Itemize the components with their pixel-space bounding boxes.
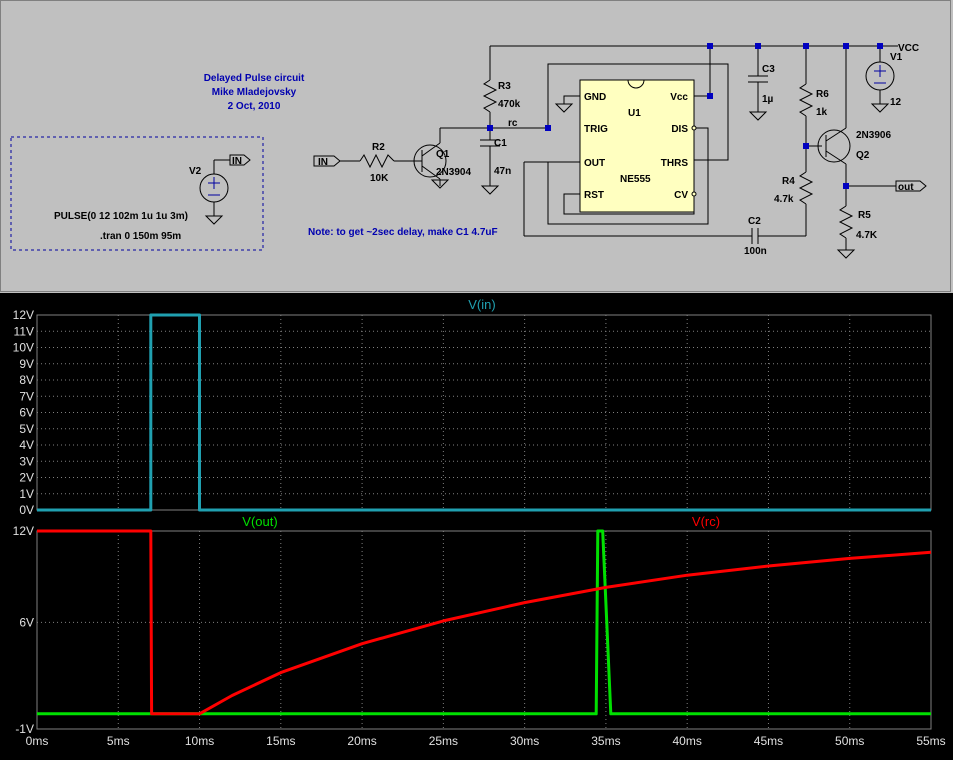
schematic-editor[interactable]: Delayed Pulse circuit Mike Mladejovsky 2… [0,0,953,293]
q2-label: Q2 [856,150,870,161]
r2-label: R2 [372,142,385,153]
vcc-label: VCC [898,43,919,54]
pin-rst: RST [584,190,604,201]
q1-model: 2N3904 [436,167,471,178]
pin-thrs: THRS [661,158,689,169]
y-tick-label: 4V [19,438,34,452]
y-tick-label: 0V [19,503,34,517]
y-tick-label: 12V [13,308,34,322]
r4-value: 4.7k [774,194,794,205]
r3-value: 470k [498,99,521,110]
svg-text:out: out [898,182,914,193]
legend-label: V(rc) [692,514,720,529]
x-tick-label: 35ms [591,734,620,748]
x-tick-label: 10ms [185,734,214,748]
pin-trig: TRIG [584,124,608,135]
waveform-viewer[interactable]: 0V 1V 2V 3V 4V 5V 6V 7V 8V 9V 10V 11V 12V V(in) 0ms 5ms… [0,293,953,760]
title-line-2: Mike Mladejovsky [212,87,297,98]
pulse-directive[interactable]: PULSE(0 12 102m 1u 1u 3m) [54,211,188,222]
y-tick-label: 10V [13,341,34,355]
trace-vrc [37,529,932,716]
y-tick-label: 12V [13,524,34,538]
v1-value: 12 [890,97,902,108]
u1-model: NE555 [620,174,651,185]
x-tick-label: 15ms [266,734,295,748]
c3-value: 1µ [762,94,774,105]
x-tick-label: 0ms [26,734,49,748]
tran-directive[interactable]: .tran 0 150m 95m [100,231,181,242]
q1-label: Q1 [436,149,450,160]
c1-value: 47n [494,166,511,177]
in-net-flag: IN [313,155,341,168]
wires [340,45,898,259]
v2-net-flag: IN [229,154,251,167]
x-tick-label: 45ms [754,734,783,748]
x-tick-label: 5ms [107,734,130,748]
pin-out: OUT [584,158,605,169]
schematic-canvas[interactable]: Delayed Pulse circuit Mike Mladejovsky 2… [0,0,953,293]
title-line-3: 2 Oct, 2010 [228,101,281,112]
y-tick-label: 9V [19,357,34,371]
svg-text:IN: IN [318,157,328,168]
v2-label: V2 [189,166,202,177]
pane-0-frame [36,314,932,511]
v2-source[interactable] [199,159,230,225]
r4-label: R4 [782,176,795,187]
pin-cv: CV [674,190,688,201]
y-tick-label: 6V [19,615,34,629]
rc-net-label: rc [508,118,518,129]
c1-label: C1 [494,138,507,149]
trace-vout [37,529,931,716]
x-tick-label: 25ms [429,734,458,748]
legend-label: V(out) [242,514,277,529]
pin-vcc: Vcc [670,92,688,103]
r6-label: R6 [816,89,829,100]
pin-gnd: GND [584,92,606,103]
pane-1-frame [36,530,932,730]
y-tick-label: 8V [19,373,34,387]
svg-text:IN: IN [232,156,242,167]
y-tick-label: 6V [19,406,34,420]
x-tick-label: 50ms [835,734,864,748]
u1-label: U1 [628,108,641,119]
r2-value: 10K [370,173,389,184]
pin-dis: DIS [671,124,688,135]
c2-value: 100n [744,246,767,257]
x-tick-label: 30ms [510,734,539,748]
r5-label: R5 [858,210,871,221]
stimulus-box [10,136,264,251]
ne555-chip[interactable] [579,79,697,213]
q2-model: 2N3906 [856,130,891,141]
y-tick-label: 3V [19,454,34,468]
y-tick-label: 11V [14,324,34,338]
r3-label: R3 [498,81,511,92]
x-tick-label: 55ms [916,734,945,748]
r5-value: 4.7K [856,230,878,241]
v1-label: V1 [890,52,903,63]
junctions [487,43,883,189]
waveform-canvas[interactable]: 0V 1V 2V 3V 4V 5V 6V 7V 8V 9V 10V 11V 12V V(in) 0ms 5ms… [0,293,953,760]
y-tick-label: 2V [19,471,34,485]
x-tick-label: 20ms [347,734,376,748]
title-line-1: Delayed Pulse circuit [204,73,305,84]
note-text: Note: to get ~2sec delay, make C1 4.7uF [308,227,498,238]
c3-label: C3 [762,64,775,75]
x-tick-label: 40ms [673,734,702,748]
out-net-flag: out [895,180,927,193]
y-tick-label: 1V [19,487,34,501]
trace-vin [37,313,931,512]
r6-value: 1k [816,107,828,118]
legend-label: V(in) [468,297,495,312]
y-tick-label: 7V [19,389,34,403]
c2-label: C2 [748,216,761,227]
y-tick-label: -1V [15,722,34,736]
y-tick-label: 5V [19,422,34,436]
